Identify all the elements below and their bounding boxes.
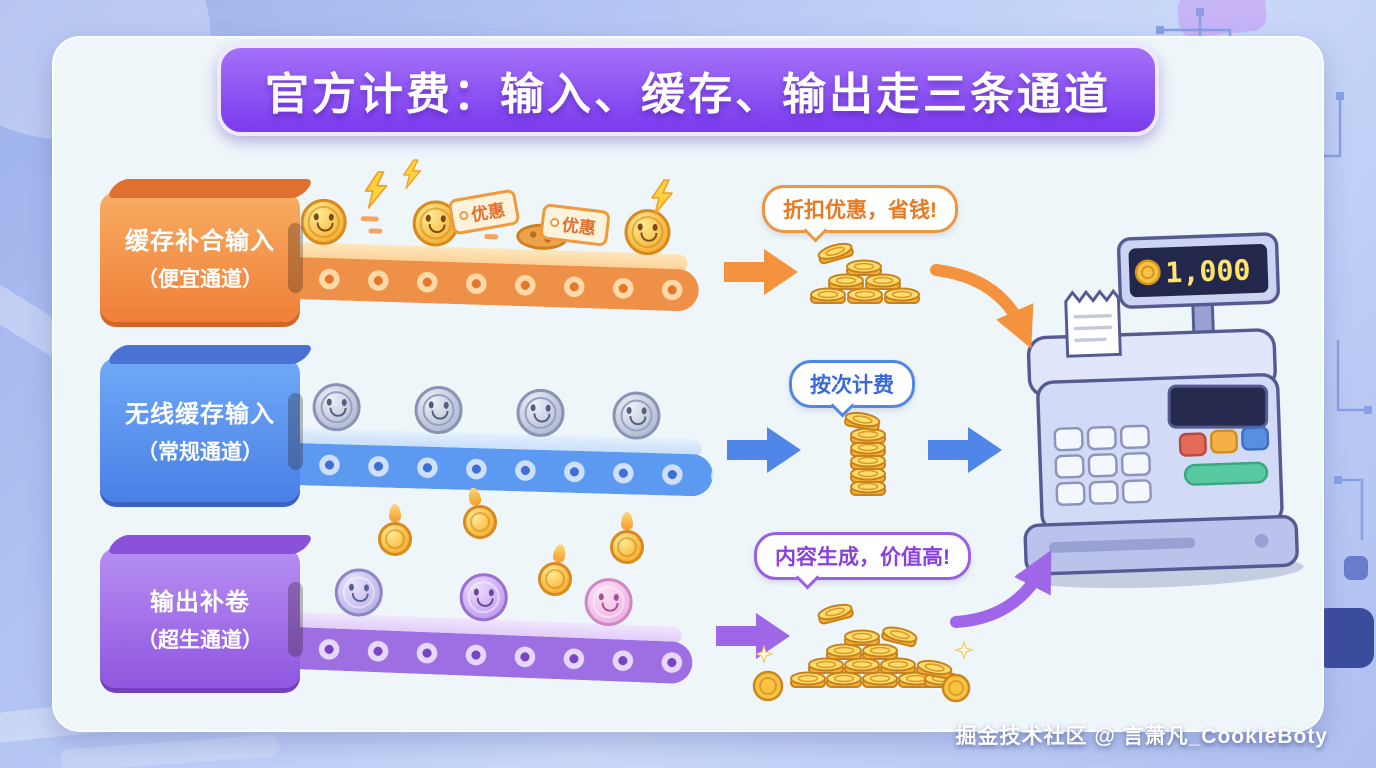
- token-disc: [515, 388, 566, 438]
- coin-face: [422, 213, 449, 234]
- lane-label-output: 输出补卷 （超生通道）: [100, 548, 303, 688]
- drawer-slot: [1048, 537, 1196, 553]
- lane-label-line1: 无线缓存输入: [125, 401, 275, 428]
- discount-tag-label: 优惠: [469, 200, 507, 226]
- curved-arrow-purple: [950, 549, 1052, 628]
- speech-bubble-high-value: 内容生成，价值高!: [754, 532, 971, 580]
- token-disc: [458, 572, 509, 623]
- falling-coin: [610, 530, 644, 564]
- conveyor-belt-regular: [292, 382, 714, 497]
- lane-label-uncached-input: 无线缓存输入 （常规通道）: [100, 358, 303, 502]
- disc-face: [595, 591, 622, 612]
- receipt: [1064, 288, 1122, 358]
- arrow-right-purple: [716, 613, 790, 659]
- discount-tag-label: 优惠: [560, 215, 597, 239]
- falling-coin: [378, 522, 412, 556]
- bg-stripe-bottom-left-2: [59, 734, 281, 768]
- disc-face: [527, 402, 554, 423]
- drawer-button: [1254, 533, 1269, 548]
- disc-face: [623, 405, 650, 426]
- motion-dash: [368, 228, 383, 234]
- circuit-lines-right: [1334, 340, 1372, 540]
- speech-bubble-discount: 折扣优惠，省钱!: [762, 185, 958, 233]
- lightning-icon: [364, 171, 388, 209]
- arrow-right-orange: [724, 249, 798, 295]
- register-color-keys: [1178, 426, 1270, 486]
- token-disc: [611, 390, 662, 441]
- token-disc: [311, 382, 362, 432]
- coin-face: [310, 211, 337, 232]
- arrow-right-blue: [727, 427, 801, 473]
- lane-label-line2: （便宜通道）: [137, 268, 263, 291]
- bubble-text: 折扣优惠，省钱!: [783, 199, 937, 222]
- token-disc: [333, 567, 384, 618]
- coin-pile-small: [810, 239, 920, 304]
- disc-face: [425, 399, 452, 420]
- token-disc: [583, 577, 634, 627]
- cash-register: 1,000: [1014, 232, 1304, 589]
- lane-label-cache-input: 缓存补合输入 （便宜通道）: [100, 192, 303, 322]
- register-display: 1,000: [1116, 232, 1280, 309]
- motion-dash: [360, 216, 379, 222]
- display-coin-icon: [1134, 259, 1161, 286]
- bg-square-bottom-right-3: [1344, 556, 1368, 580]
- speech-bubble-per-use: 按次计费: [789, 360, 915, 408]
- lane-label-line1: 缓存补合输入: [125, 228, 275, 255]
- disc-face: [345, 582, 372, 603]
- bubble-text: 内容生成，价值高!: [775, 546, 950, 569]
- coin-pile-large: [752, 601, 974, 703]
- lane-label-line2: （超生通道）: [137, 629, 263, 652]
- register-screen: [1167, 384, 1269, 429]
- coin-face: [634, 221, 661, 242]
- page-title: 官方计费：输入、缓存、输出走三条通道: [217, 44, 1159, 136]
- bubble-text: 按次计费: [810, 374, 894, 397]
- token-disc: [413, 385, 464, 435]
- register-keypad: [1053, 424, 1152, 506]
- motion-dash: [484, 233, 499, 240]
- coin-token: [299, 198, 348, 246]
- bg-square-bottom-right: [1314, 608, 1374, 668]
- curved-arrow-orange: [930, 264, 1034, 349]
- watermark-text: 掘金技术社区 @ 言萧凡_CookieBoty: [955, 725, 1328, 748]
- disc-face: [470, 586, 497, 607]
- lightning-icon: [651, 179, 673, 215]
- disc-face: [323, 396, 350, 417]
- lane-label-line2: （常规通道）: [137, 441, 263, 464]
- display-amount: 1,000: [1165, 254, 1251, 290]
- lane-label-line1: 输出补卷: [150, 589, 250, 616]
- arrow-right-blue-to-register: [928, 427, 1002, 473]
- lightning-icon: [403, 159, 421, 189]
